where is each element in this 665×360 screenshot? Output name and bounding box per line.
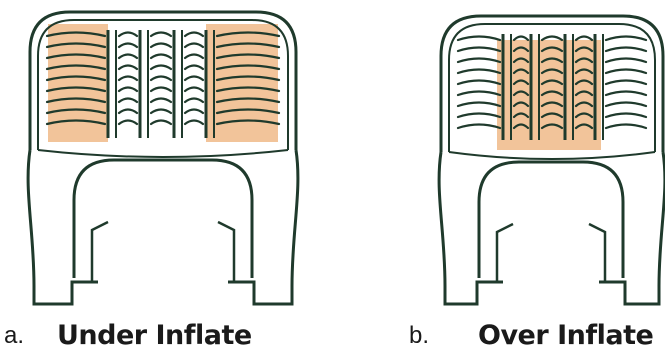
tire-a-belt-line	[38, 150, 288, 157]
tire-a-left-bead	[34, 282, 98, 304]
over-inflated-tire-diagram	[333, 0, 665, 312]
panel-over-inflate: b. Over Inflate	[333, 0, 665, 360]
panel-a-title: Under Inflate	[57, 312, 252, 360]
tire-a-left-rim-flange	[92, 222, 108, 282]
tire-b-left-sidewall-outer	[439, 152, 445, 286]
tire-a-wear-left-shoulder	[48, 24, 108, 142]
tire-a-tread-blocks-3	[185, 33, 203, 125]
tire-b-left-bead	[445, 282, 503, 304]
panel-b-title: Over Inflate	[478, 312, 653, 360]
panel-b-letter: b.	[409, 312, 429, 360]
tire-a-left-sidewall-outer	[28, 150, 34, 286]
tire-b-right-sidewall-outer	[659, 152, 665, 286]
tire-a-inner-cavity	[74, 160, 252, 278]
tire-a-right-sidewall-outer	[292, 150, 298, 286]
tire-b-inner-cavity	[479, 162, 623, 278]
tire-b-belt-line	[449, 152, 655, 159]
under-inflated-tire-diagram	[0, 0, 332, 312]
tire-a-right-rim-flange	[218, 222, 234, 282]
panel-a-letter: a.	[4, 312, 24, 360]
tire-a-right-bead	[228, 282, 292, 304]
tire-b-wear-center	[497, 40, 601, 150]
tire-b-left-rim-flange	[497, 224, 513, 282]
tire-b-right-rim-flange	[589, 224, 605, 282]
tire-a-tread-blocks-2	[151, 33, 171, 125]
tire-b-tread-blocks-0	[458, 37, 500, 129]
panel-under-inflate: a. Under Inflate	[0, 0, 332, 360]
tire-b-tread-blocks-4	[606, 37, 646, 129]
tire-a-tread-blocks-1	[119, 33, 137, 125]
tire-b-right-bead	[599, 282, 659, 304]
